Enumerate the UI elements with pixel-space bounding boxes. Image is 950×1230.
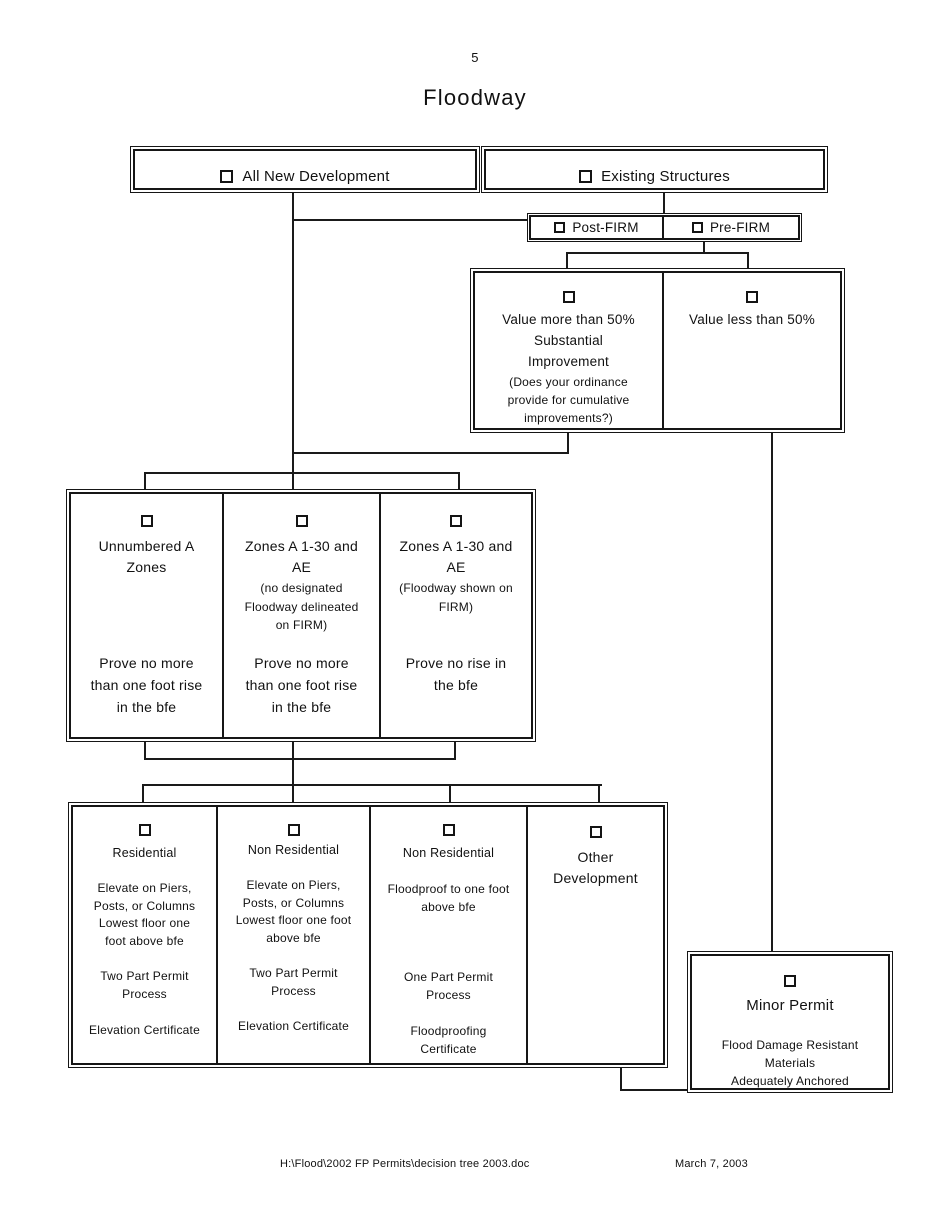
outcome-text: Elevation Certificate (89, 1023, 200, 1037)
checkbox-icon (746, 291, 758, 303)
connector-line (144, 741, 146, 760)
box-outcome-row: Residential Elevate on Piers,Posts, or C… (68, 802, 668, 1068)
connector-line (454, 741, 456, 760)
checkbox-icon (589, 826, 602, 838)
box-label: Existing Structures (601, 168, 730, 185)
connector-line (144, 784, 602, 786)
outcome-text: Elevation Certificate (238, 1019, 349, 1033)
connector-line (144, 758, 456, 760)
checkbox-icon (691, 222, 703, 233)
checkbox-icon (562, 291, 575, 303)
connector-line (747, 252, 749, 269)
connector-line (292, 452, 569, 454)
connector-line (566, 252, 749, 254)
box-label: Pre-FIRM (709, 220, 771, 235)
connector-line (142, 784, 144, 803)
checkbox-icon (554, 222, 566, 233)
box-firm-pair: Post-FIRM Pre-FIRM (527, 213, 802, 242)
page-number: 5 (471, 50, 479, 65)
box-all-new-development: All New Development (130, 146, 480, 193)
connector-line (620, 1066, 622, 1091)
connector-line (449, 784, 451, 803)
box-value-less-50: Value less than 50% (662, 273, 840, 428)
checkbox-icon (220, 170, 234, 183)
connector-line (566, 252, 568, 269)
footer-file-path: H:\Flood\2002 FP Permits\decision tree 2… (280, 1158, 530, 1170)
checkbox-icon (442, 824, 455, 836)
outcome-title: Residential (112, 846, 177, 860)
checkbox-icon (450, 515, 462, 527)
connector-line (567, 433, 569, 454)
box-label: All New Development (242, 168, 390, 185)
connector-line (144, 472, 460, 474)
checkbox-icon (287, 824, 300, 836)
box-existing-structures: Existing Structures (481, 146, 828, 193)
checkbox-icon (784, 975, 796, 987)
connector-line (663, 193, 665, 215)
box-label: Post-FIRM (572, 220, 639, 235)
outcome-title: Non Residential (247, 843, 340, 857)
box-label: Minor Permit (746, 997, 834, 1014)
footer-date: March 7, 2003 (675, 1158, 748, 1170)
connector-line (292, 758, 294, 786)
checkbox-icon (579, 170, 593, 183)
connector-line (292, 741, 294, 760)
connector-line (620, 1089, 688, 1091)
connector-line (771, 433, 773, 952)
page-title: Floodway (423, 85, 527, 110)
checkbox-icon (140, 515, 153, 527)
box-non-residential-elevate: Non Residential Elevate on Piers,Posts, … (216, 807, 369, 1063)
connector-line (292, 784, 294, 803)
connector-line (144, 472, 146, 490)
connector-line (292, 193, 294, 491)
box-pre-firm: Pre-FIRM (662, 217, 798, 238)
connector-line (292, 219, 529, 221)
connector-line (598, 784, 600, 803)
box-post-firm: Post-FIRM (531, 217, 662, 238)
box-label: Value less than 50% (689, 312, 815, 327)
connector-line (703, 240, 705, 254)
checkbox-icon (295, 515, 308, 527)
checkbox-icon (138, 824, 151, 836)
connector-line (458, 472, 460, 490)
outcome-title: Non Residential (402, 846, 495, 860)
box-residential: Residential Elevate on Piers,Posts, or C… (73, 807, 216, 1063)
